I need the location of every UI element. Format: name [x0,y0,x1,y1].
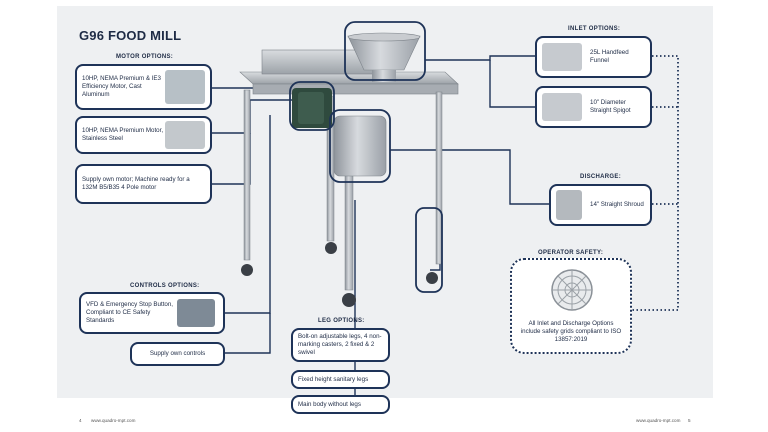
shroud-thumbnail [556,190,582,220]
page-title: G96 FOOD MILL [79,28,182,43]
legs-option-no-legs[interactable]: Main body without legs [291,395,390,414]
inlet-option-spigot[interactable]: 10" Diameter Straight Spigot [535,86,652,128]
motor-heading: MOTOR OPTIONS: [116,54,174,60]
motor-option-cast-aluminum[interactable]: 10HP, NEMA Premium & IE3 Efficiency Moto… [75,64,212,110]
left-page-number: 4 [79,418,82,423]
legs-heading: LEG OPTIONS: [318,318,365,324]
controls-heading: CONTROLS OPTIONS: [130,283,200,289]
option-label: Supply own controls [149,350,206,358]
controls-option-vfd[interactable]: VFD & Emergency Stop Button, Compliant t… [79,292,225,334]
inlet-option-funnel[interactable]: 25L Handfeed Funnel [535,36,652,78]
safety-panel: All Inlet and Discharge Options include … [510,258,632,354]
highlight-frames [289,21,443,293]
discharge-heading: DISCHARGE: [580,174,622,180]
option-label: 10HP, NEMA Premium Motor, Stainless Stee… [82,127,164,142]
option-label: Bolt-on adjustable legs, 4 non-marking c… [298,333,382,356]
right-footer-url[interactable]: www.quadro-mpt.com [636,418,681,423]
motor-option-stainless[interactable]: 10HP, NEMA Premium Motor, Stainless Stee… [75,116,212,154]
motor-thumbnail [165,70,205,104]
left-footer-url[interactable]: www.quadro-mpt.com [91,418,136,423]
option-label: Supply own motor; Machine ready for a 13… [82,176,190,191]
legs-option-fixed-height[interactable]: Fixed height sanitary legs [291,370,390,389]
option-label: VFD & Emergency Stop Button, Compliant t… [86,301,174,324]
right-page-number: 5 [688,418,691,423]
motor-option-supply-own[interactable]: Supply own motor; Machine ready for a 13… [75,164,212,204]
option-label: 14" Straight Shroud [590,201,644,209]
option-label: Main body without legs [298,400,361,408]
funnel-thumbnail [542,43,582,71]
option-label: 10" Diameter Straight Spigot [590,99,631,114]
option-label: 25L Handfeed Funnel [590,49,629,64]
legs-option-bolt-on[interactable]: Bolt-on adjustable legs, 4 non-marking c… [291,328,390,362]
safety-text: All Inlet and Discharge Options include … [520,320,622,344]
option-label: Fixed height sanitary legs [298,375,369,383]
dotted-lines [632,55,679,311]
motor-thumbnail [165,121,205,149]
inlet-heading: INLET OPTIONS: [568,26,621,32]
safety-grid-icon [551,269,593,311]
control-panel-thumbnail [177,299,215,327]
safety-heading: OPERATOR SAFETY: [538,250,604,256]
option-label: 10HP, NEMA Premium & IE3 Efficiency Moto… [82,75,161,98]
controls-option-supply-own[interactable]: Supply own controls [130,342,225,366]
spigot-thumbnail [542,93,582,121]
discharge-option-shroud[interactable]: 14" Straight Shroud [549,184,652,226]
